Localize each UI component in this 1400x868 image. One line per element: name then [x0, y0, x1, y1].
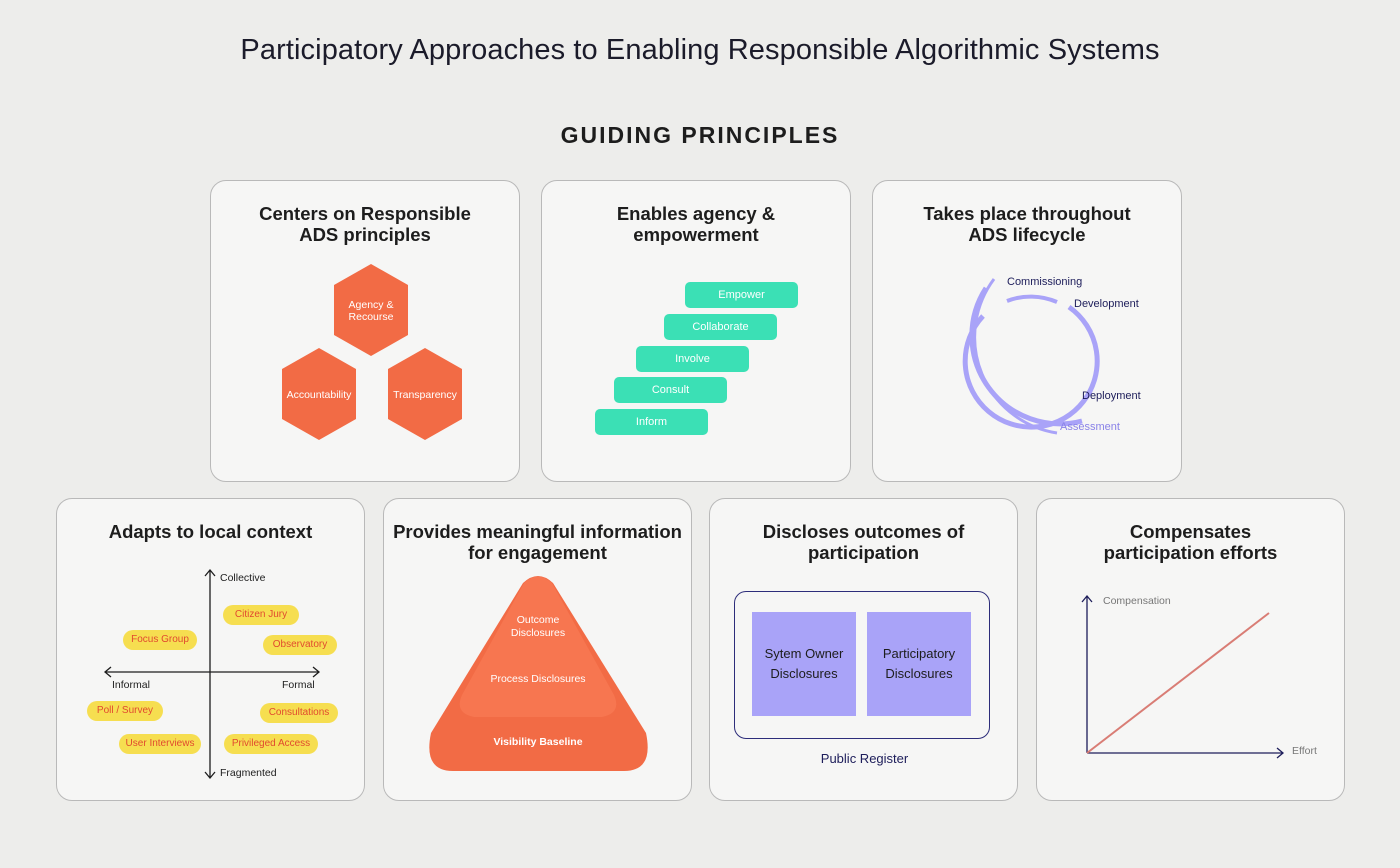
hexagon-agency-recourse: [334, 264, 408, 356]
tier-process-disclosures: [459, 576, 617, 717]
card-meaningful-information: Provides meaningful information for enga…: [383, 498, 692, 801]
lifecycle-rings: [962, 278, 1100, 435]
method-user-interviews: User Interviews: [119, 734, 201, 754]
axis-label-collective: Collective: [220, 572, 266, 584]
ring-deployment: [969, 286, 1083, 427]
card-title: Centers on Responsible ADS principles: [259, 203, 471, 245]
ring-assessment: [973, 278, 1058, 435]
ring-commissioning: [1006, 294, 1058, 304]
method-consultations: Consultations: [260, 703, 338, 723]
step-empower: Empower: [685, 282, 798, 308]
tier-label-outcome: Outcome Disclosures: [510, 614, 566, 639]
axis-label-formal: Formal: [282, 679, 315, 691]
method-poll-survey: Poll / Survey: [87, 701, 163, 721]
compensation-chart: [1081, 594, 1285, 759]
card-title: Discloses outcomes of participation: [762, 521, 965, 563]
card-local-context: Adapts to local context Collective Fragm…: [56, 498, 365, 801]
axis-label-informal: Informal: [112, 679, 150, 691]
compensation-line: [1086, 612, 1270, 754]
hexagon-accountability: [282, 348, 356, 440]
card-title: Enables agency & empowerment: [616, 203, 776, 245]
card-compensation: Compensates participation efforts Compen…: [1036, 498, 1345, 801]
method-citizen-jury: Citizen Jury: [223, 605, 299, 625]
page-title: Participatory Approaches to Enabling Res…: [240, 34, 1160, 66]
step-involve: Involve: [636, 346, 749, 372]
method-observatory: Observatory: [263, 635, 337, 655]
card-title: Provides meaningful information for enga…: [393, 521, 682, 563]
step-collaborate: Collaborate: [664, 314, 777, 340]
stage-development: Development: [1074, 298, 1139, 310]
tier-label-process: Process Disclosures: [490, 673, 586, 685]
step-consult: Consult: [614, 377, 727, 403]
hexagon-cluster: [282, 264, 462, 440]
public-register-frame: [734, 591, 990, 739]
participatory-disclosures-box: Participatory Disclosures: [867, 612, 971, 716]
stage-commissioning: Commissioning: [1007, 276, 1083, 288]
context-axes: [103, 568, 321, 780]
stage-assessment: Assessment: [1060, 421, 1120, 433]
public-register-label: Public Register: [820, 751, 909, 766]
tier-label-visibility: Visibility Baseline: [493, 736, 583, 748]
section-title: GUIDING PRINCIPLES: [560, 122, 840, 148]
disclosure-pyramid: [429, 576, 648, 771]
card-disclosed-outcomes: Discloses outcomes of participation Syte…: [709, 498, 1018, 801]
card-title: Compensates participation efforts: [1103, 521, 1278, 563]
y-axis-label: Compensation: [1103, 595, 1171, 607]
card-ads-lifecycle: Takes place throughout ADS lifecycle Com…: [872, 180, 1182, 482]
card-title: Takes place throughout ADS lifecycle: [923, 203, 1131, 245]
hexagon-label-agency: Agency & Recourse: [348, 299, 394, 323]
axis-label-fragmented: Fragmented: [220, 767, 277, 779]
hexagon-transparency: [388, 348, 462, 440]
card-agency-empowerment: Enables agency & empowerment Empower Col…: [541, 180, 851, 482]
hexagon-label-transparency: Transparency: [393, 389, 457, 401]
hexagon-label-accountability: Accountability: [286, 389, 352, 401]
card-title: Adapts to local context: [108, 521, 313, 542]
ring-development: [962, 304, 1100, 430]
step-inform: Inform: [595, 409, 708, 435]
x-axis-label: Effort: [1292, 745, 1317, 757]
method-privileged-access: Privileged Access: [224, 734, 318, 754]
stage-deployment: Deployment: [1082, 390, 1141, 402]
system-owner-disclosures-box: Sytem Owner Disclosures: [752, 612, 856, 716]
method-focus-group: Focus Group: [123, 630, 197, 650]
card-responsible-principles: Centers on Responsible ADS principles Ag…: [210, 180, 520, 482]
